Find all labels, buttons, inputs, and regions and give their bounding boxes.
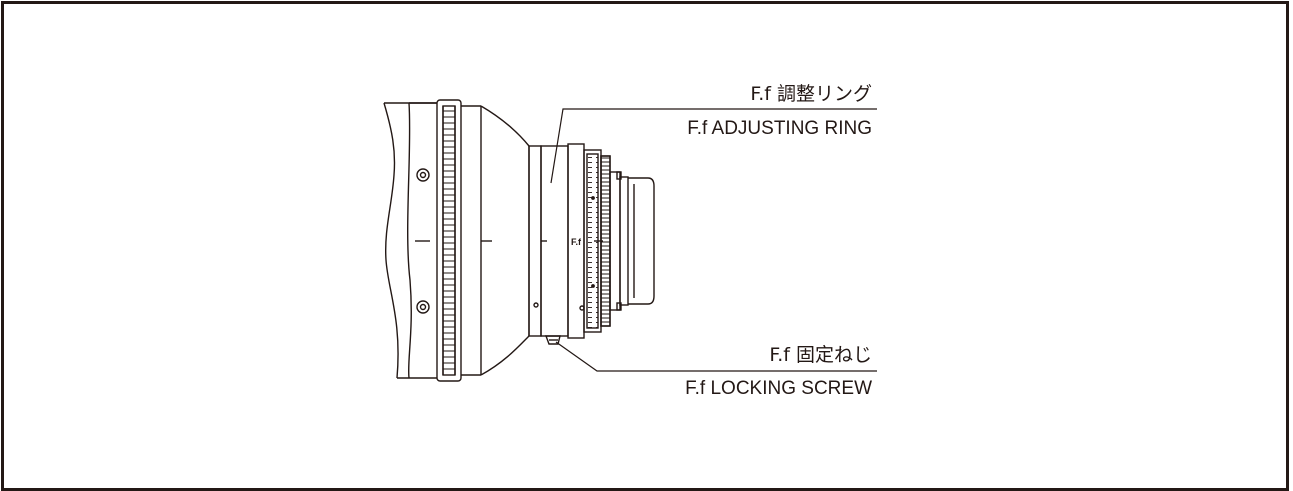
leader-lines [550, 108, 877, 372]
ring-mark: F.f [571, 237, 582, 247]
locking-screw-label-en: F.f LOCKING SCREW [685, 378, 872, 399]
adjusting-ring-label-jp: F.f 調整リング [750, 83, 872, 105]
adjusting-ring-label-en: F.f ADJUSTING RING [687, 118, 872, 139]
locking-screw-label-jp: F.f 固定ねじ [769, 344, 872, 366]
lens-body [383, 99, 655, 382]
